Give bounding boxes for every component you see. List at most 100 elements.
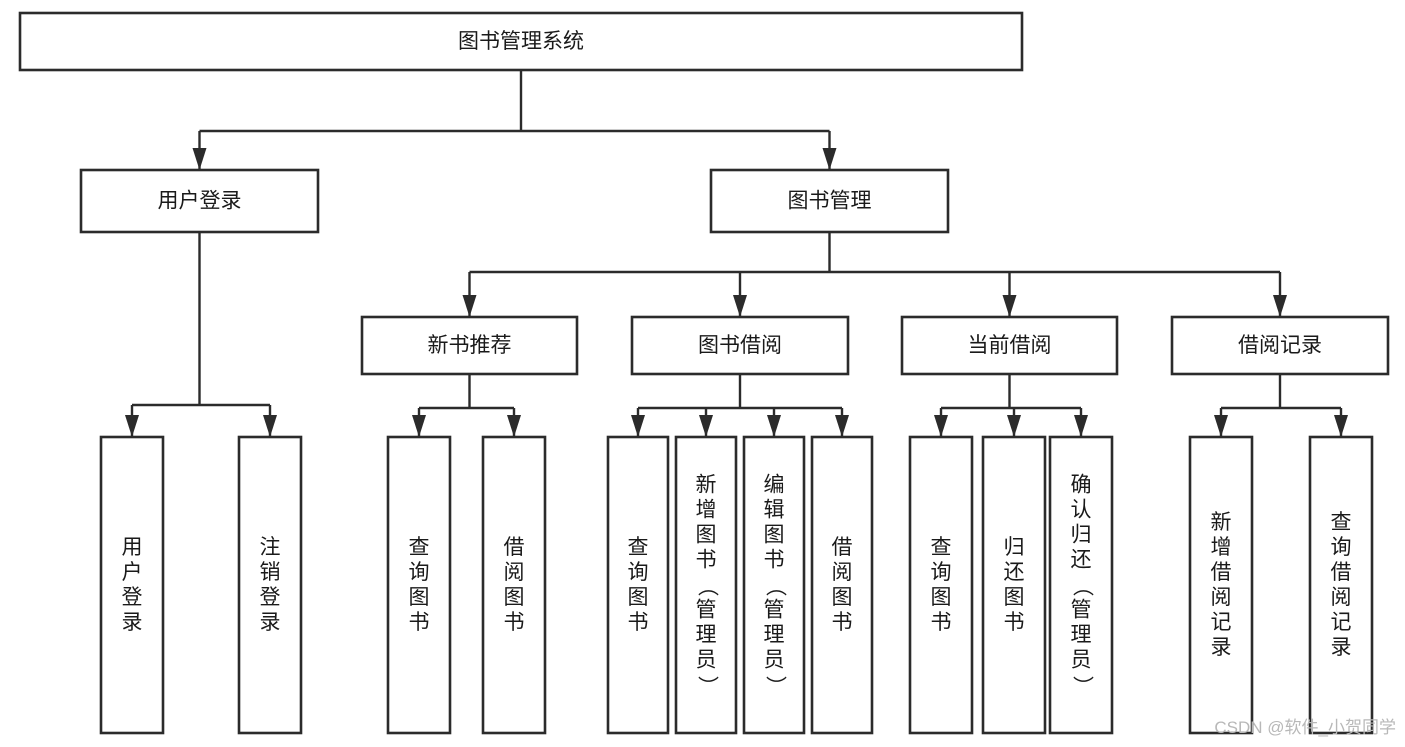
node-leaf-confirm-return-box[interactable] — [1048, 435, 1114, 735]
svg-text:管: 管 — [696, 599, 717, 622]
arrow-head-icon — [1007, 415, 1021, 437]
svg-text:辑: 辑 — [764, 499, 785, 522]
node-leaf-borrow-book-1-box[interactable] — [481, 435, 547, 735]
svg-text:员: 员 — [696, 649, 717, 672]
svg-text:注: 注 — [260, 536, 281, 559]
svg-text:记: 记 — [1211, 611, 1232, 634]
arrow-head-icon — [631, 415, 645, 437]
svg-text:新: 新 — [1211, 511, 1232, 534]
node-leaf-query-book-1-box[interactable] — [386, 435, 452, 735]
svg-text:用: 用 — [122, 536, 143, 559]
svg-text:理: 理 — [764, 624, 785, 647]
svg-text:图: 图 — [1004, 586, 1025, 609]
svg-text:图: 图 — [628, 586, 649, 609]
svg-text:询: 询 — [931, 561, 952, 584]
svg-text:书: 书 — [832, 611, 853, 634]
svg-text:还: 还 — [1004, 561, 1025, 584]
arrow-head-icon — [699, 415, 713, 437]
node-leaf-add-book-box[interactable] — [674, 435, 738, 735]
node-borrow-record-box[interactable] — [1170, 315, 1390, 376]
svg-text:（: （ — [695, 576, 718, 597]
svg-text:）: ） — [1070, 676, 1093, 697]
svg-text:书: 书 — [931, 611, 952, 634]
node-new-book-recommend-box[interactable] — [360, 315, 579, 376]
svg-text:借: 借 — [1211, 561, 1232, 584]
node-leaf-add-borrow-record-box[interactable] — [1188, 435, 1254, 735]
node-leaf-user-login-box[interactable] — [99, 435, 165, 735]
svg-text:书: 书 — [504, 611, 525, 634]
svg-text:图: 图 — [931, 586, 952, 609]
svg-text:员: 员 — [764, 649, 785, 672]
svg-text:）: ） — [695, 676, 718, 697]
svg-text:书: 书 — [764, 549, 785, 572]
node-leaf-logout-login-box[interactable] — [237, 435, 303, 735]
svg-text:借: 借 — [504, 536, 525, 559]
svg-text:理: 理 — [1071, 624, 1092, 647]
arrow-head-icon — [1214, 415, 1228, 437]
svg-text:询: 询 — [409, 561, 430, 584]
node-leaf-query-book-3-box[interactable] — [908, 435, 974, 735]
svg-text:销: 销 — [260, 561, 281, 584]
svg-text:确: 确 — [1071, 474, 1092, 497]
arrow-head-icon — [1002, 295, 1017, 317]
arrow-head-icon — [934, 415, 948, 437]
svg-text:理: 理 — [696, 624, 717, 647]
node-user-login-label: 用户登录 — [158, 190, 242, 213]
node-book-management-box[interactable] — [709, 168, 950, 234]
node-root-label: 图书管理系统 — [458, 30, 584, 53]
arrow-head-icon — [822, 148, 837, 170]
svg-text:查: 查 — [409, 536, 430, 559]
svg-text:管: 管 — [1071, 599, 1092, 622]
svg-text:增: 增 — [696, 499, 717, 522]
arrow-head-icon — [192, 148, 207, 170]
svg-text:书: 书 — [628, 611, 649, 634]
svg-text:图: 图 — [409, 586, 430, 609]
svg-text:归: 归 — [1004, 536, 1025, 559]
node-leaf-user-login-label: 用户登录 — [122, 536, 143, 634]
node-borrow-record-label: 借阅记录 — [1238, 334, 1322, 357]
svg-text:阅: 阅 — [504, 561, 525, 584]
node-leaf-borrow-book-2-box[interactable] — [810, 435, 874, 735]
svg-text:登: 登 — [122, 586, 143, 609]
svg-text:查: 查 — [628, 536, 649, 559]
arrow-head-icon — [1334, 415, 1348, 437]
node-new-book-recommend-label: 新书推荐 — [428, 334, 512, 357]
svg-text:录: 录 — [260, 611, 281, 634]
svg-text:）: ） — [763, 676, 786, 697]
arrow-head-icon — [125, 415, 139, 437]
svg-text:新: 新 — [696, 474, 717, 497]
svg-text:阅: 阅 — [1211, 586, 1232, 609]
node-root-box[interactable] — [18, 11, 1024, 72]
node-leaf-return-book-box[interactable] — [981, 435, 1047, 735]
svg-text:图: 图 — [764, 524, 785, 547]
svg-text:户: 户 — [122, 561, 143, 584]
svg-text:录: 录 — [122, 611, 143, 634]
svg-text:书: 书 — [696, 549, 717, 572]
svg-text:借: 借 — [1331, 561, 1352, 584]
node-book-borrow-box[interactable] — [630, 315, 850, 376]
svg-text:员: 员 — [1071, 649, 1092, 672]
svg-text:书: 书 — [409, 611, 430, 634]
svg-text:阅: 阅 — [1331, 586, 1352, 609]
node-leaf-edit-book-box[interactable] — [742, 435, 806, 735]
arrow-head-icon — [835, 415, 849, 437]
node-current-borrow-box[interactable] — [900, 315, 1119, 376]
node-leaf-query-book-2-box[interactable] — [606, 435, 670, 735]
svg-text:询: 询 — [628, 561, 649, 584]
node-leaf-query-borrow-record-box[interactable] — [1308, 435, 1374, 735]
svg-text:阅: 阅 — [832, 561, 853, 584]
svg-text:借: 借 — [832, 536, 853, 559]
node-user-login-box[interactable] — [79, 168, 320, 234]
